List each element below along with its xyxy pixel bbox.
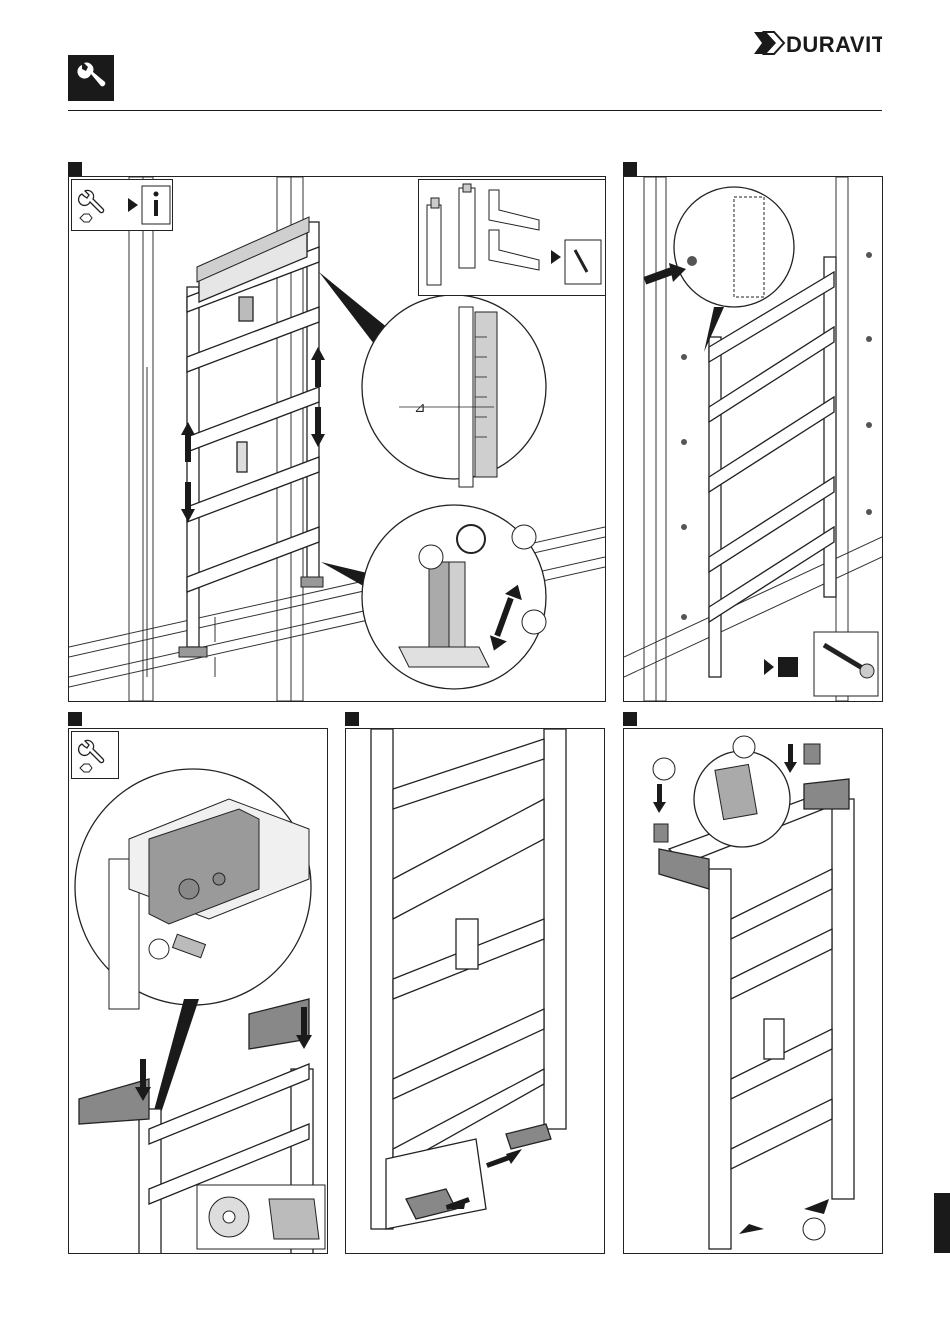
tools-inset	[71, 179, 173, 231]
step-2-panel	[623, 176, 883, 702]
arrow-right-icon	[128, 198, 138, 212]
tools-inset-3	[71, 731, 119, 779]
info-icon	[142, 186, 170, 224]
step-1-panel: ⊿	[68, 176, 606, 702]
wrench-icon	[79, 740, 104, 762]
step-2-marker	[623, 162, 637, 176]
step-3-marker	[68, 712, 82, 726]
step-3-panel	[68, 728, 328, 1254]
brand-logo: DURAVIT	[752, 28, 882, 58]
step-5-marker	[623, 712, 637, 726]
hex-icon	[80, 214, 92, 222]
step-4-panel	[345, 728, 605, 1254]
brand-name: DURAVIT	[786, 32, 882, 57]
step-1-marker	[68, 162, 82, 176]
wrench-icon	[79, 190, 104, 212]
svg-text:⊿: ⊿	[414, 400, 426, 416]
wrench-icon	[68, 55, 114, 101]
section-tab	[934, 1193, 950, 1253]
parts-inset	[418, 179, 606, 296]
step-4-marker	[345, 712, 359, 726]
header-divider	[68, 110, 882, 111]
hex-icon	[80, 764, 92, 772]
step-5-panel	[623, 728, 883, 1254]
